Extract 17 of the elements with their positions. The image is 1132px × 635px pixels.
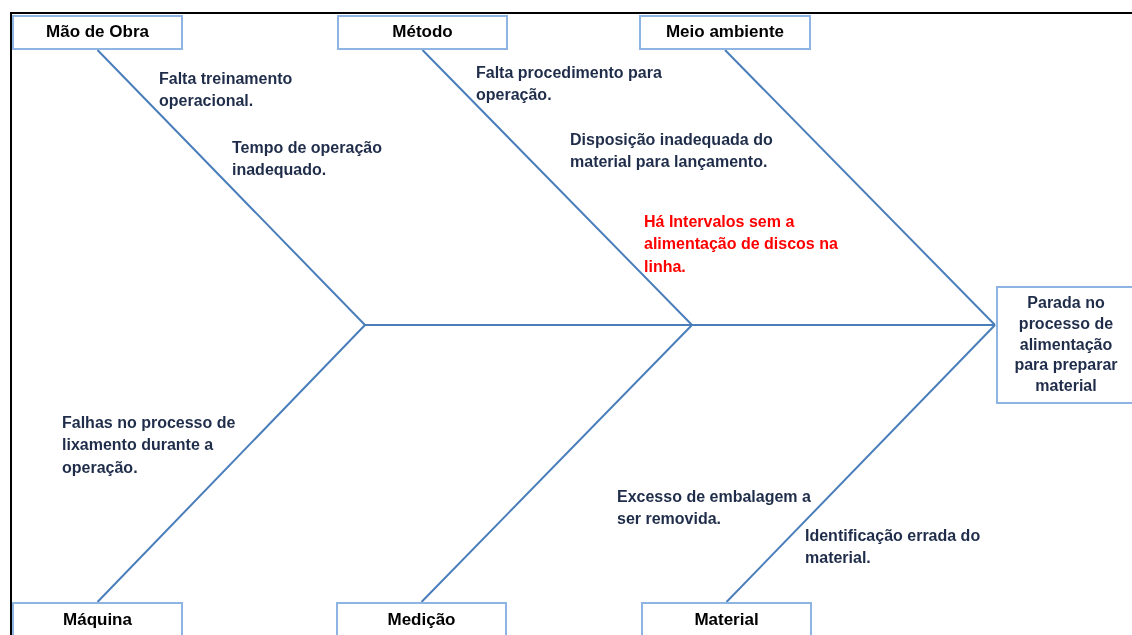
category-box: Medição [336, 602, 507, 635]
category-box: Método [337, 15, 508, 50]
cause-text: Disposição inadequada do material para lançamento. [570, 130, 774, 173]
cause-text: Falhas no processo de lixamento durante a operação. [62, 413, 237, 478]
fishbone-line [724, 49, 996, 326]
category-box: Meio ambiente [639, 15, 811, 50]
cause-text: Identificação errada do material. [805, 526, 982, 569]
cause-text: Tempo de operação inadequado. [232, 138, 383, 181]
category-box: Máquina [12, 602, 183, 635]
fishbone-line [725, 324, 996, 603]
cause-text: Há Intervalos sem a alimentação de discos na linha. [644, 212, 839, 277]
cause-text: Excesso de embalagem a ser removida. [617, 487, 812, 529]
category-box: Mão de Obra [12, 15, 183, 50]
category-box: Material [641, 602, 812, 635]
cause-text: Falta procedimento para operação. [476, 63, 663, 106]
cause-text: Falta treinamento operacional. [159, 69, 294, 112]
effect-box: Parada no processo de alimentação para preparar material [996, 286, 1132, 404]
